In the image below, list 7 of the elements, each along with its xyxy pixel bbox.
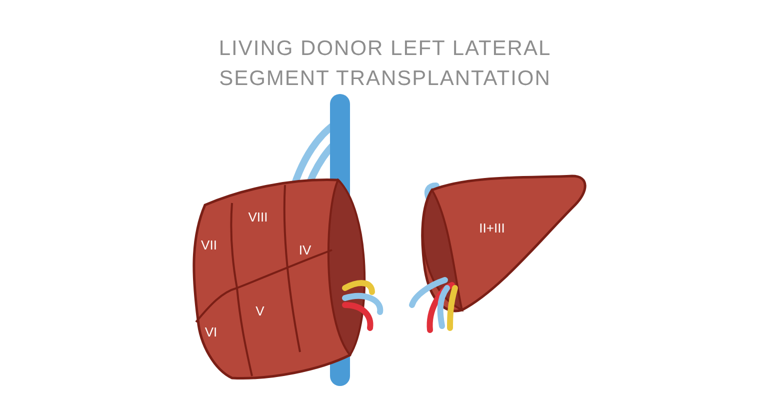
segment-label: V xyxy=(256,302,264,320)
segment-label: IV xyxy=(298,241,312,260)
segment-label: VIII xyxy=(248,208,268,226)
segment-label: VI xyxy=(204,323,218,342)
segment-label: VII xyxy=(201,236,217,254)
segment-label: II+III xyxy=(479,219,505,238)
title: LIVING DONOR LEFT LATERAL SEGMENT TRANSPLANTATION xyxy=(218,36,552,92)
